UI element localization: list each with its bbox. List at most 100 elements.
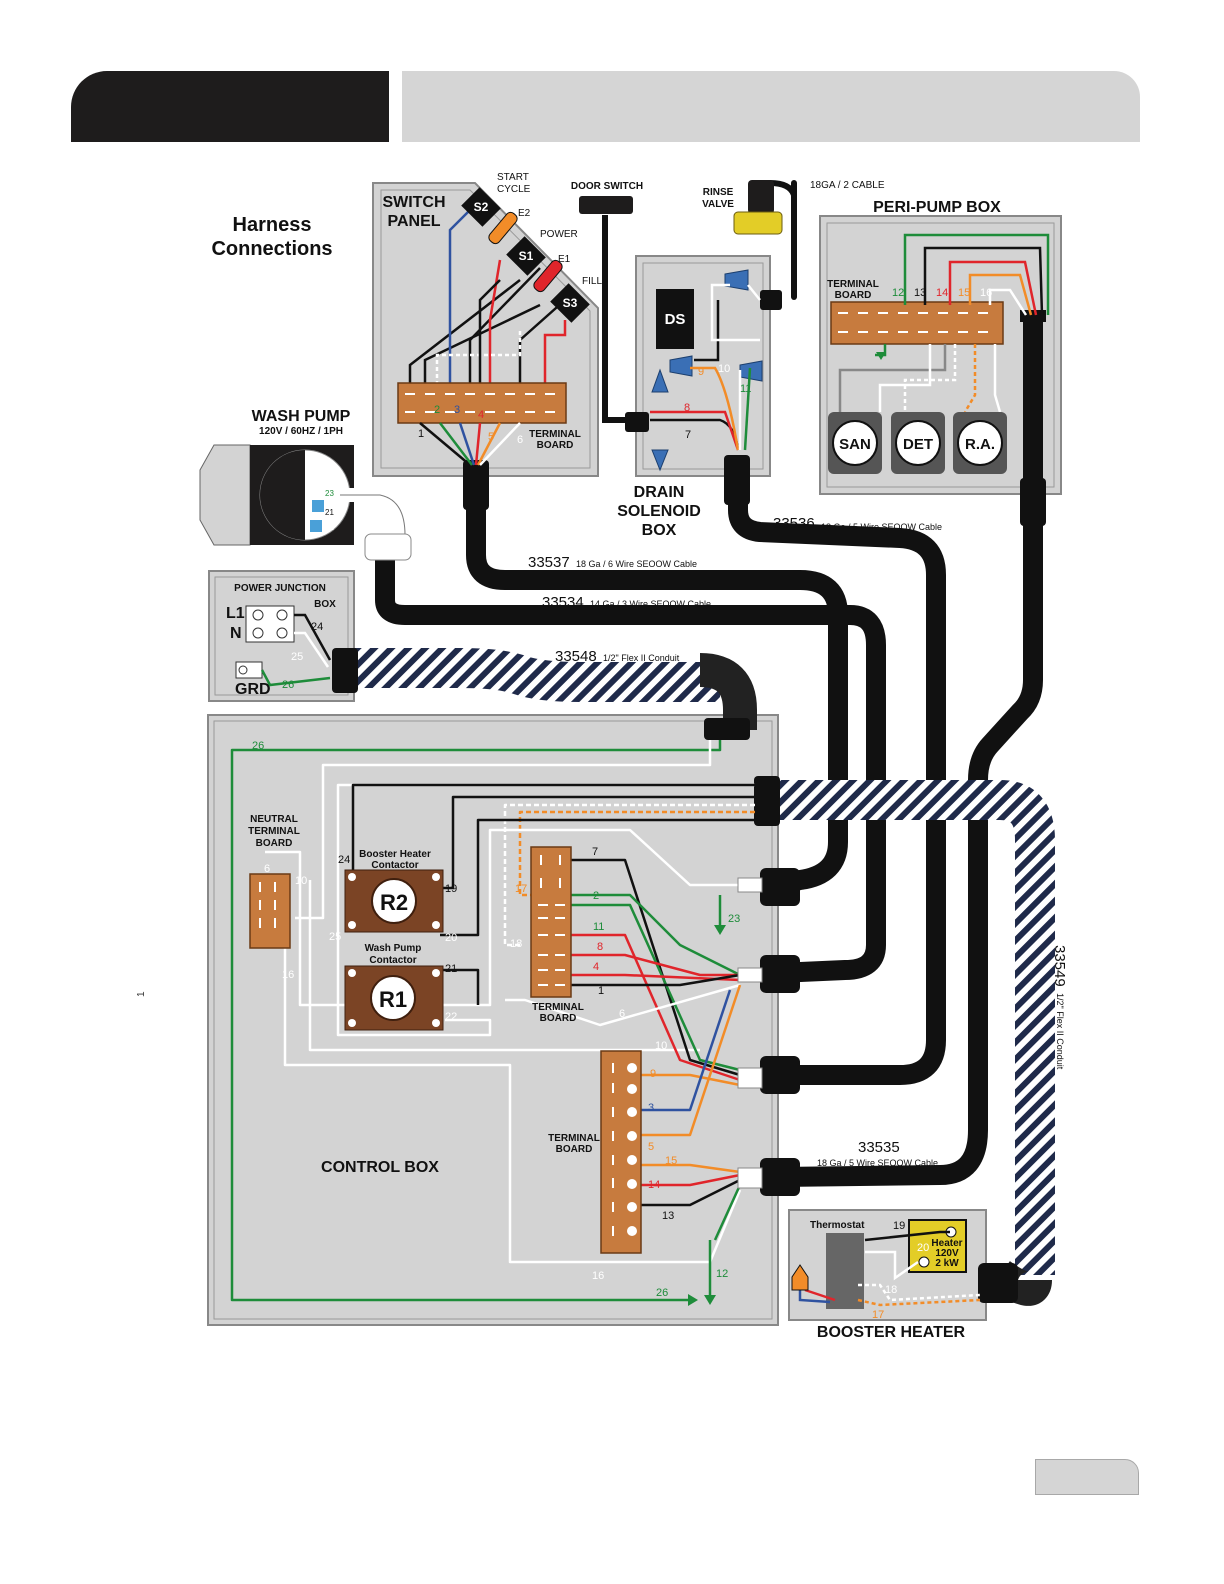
contactor-r1: R1	[344, 965, 444, 1031]
drain-solenoid-label-1: DRAIN	[634, 484, 685, 501]
tb2-label-2: BOARD	[556, 1144, 593, 1155]
l1-label: L1	[226, 605, 245, 622]
wash-pump-motor	[199, 444, 354, 546]
contactor-r2: R2	[344, 869, 444, 933]
svg-text:S1: S1	[519, 249, 534, 263]
wire-num-tb2-3: 3	[648, 1102, 654, 1114]
wire-num-tb1-18: 18	[510, 938, 522, 950]
n-label: N	[230, 625, 242, 642]
wire-num-tb1-7: 7	[592, 846, 598, 858]
rinse-cable-label: 18GA / 2 CABLE	[810, 180, 885, 191]
cable-33536-number: 33536	[773, 515, 815, 532]
pj-label-1: POWER JUNCTION	[234, 583, 326, 594]
indicator-e2	[488, 211, 518, 245]
wire-num-pump-21: 21	[325, 508, 334, 517]
switch-panel-label-1: SWITCH	[382, 194, 445, 211]
heater-label-3: 2 kW	[935, 1258, 959, 1269]
diagram-title-line1: Harness	[233, 214, 312, 236]
ds-solenoid	[656, 289, 694, 349]
wire-num-r2-24: 24	[338, 854, 350, 866]
wire-num-sp-5: 5	[488, 431, 494, 443]
wire-num-tb1-11: 11	[593, 921, 604, 933]
pump-san: SAN	[828, 412, 882, 474]
wire-num-sp-4: 4	[478, 409, 484, 421]
tb1-label-2: BOARD	[540, 1013, 577, 1024]
neutral-board-label-1: NEUTRAL	[250, 814, 298, 825]
booster-contactor-label-2: Contactor	[371, 860, 418, 871]
cable-33534-number: 33534	[542, 594, 584, 611]
wire-num-pj-25: 25	[291, 651, 303, 663]
pump-ra: R.A.	[953, 412, 1007, 474]
conduit-33548	[353, 648, 720, 702]
control-box	[207, 714, 779, 1326]
pj-terminal-l1-n	[245, 605, 295, 643]
cable-33548-desc: 1/2" Flex II Conduit	[603, 653, 680, 663]
start-cycle-label-2: CYCLE	[497, 184, 531, 195]
margin-mark: 1	[136, 991, 147, 997]
thermostat	[826, 1233, 864, 1309]
wire-num-tb1-2: 2	[593, 890, 599, 902]
conduit-33549	[780, 780, 1055, 1275]
wire-num-peri-14: 14	[936, 287, 948, 299]
tb1-label-1: TERMINAL	[532, 1002, 584, 1013]
switch-s2: S2	[461, 187, 501, 227]
drain-solenoid-label-3: BOX	[642, 522, 677, 539]
neutral-terminal-board	[249, 873, 291, 949]
wire-num-sp-2: 2	[434, 404, 440, 416]
pj-terminal-grd	[235, 661, 263, 679]
cable-33549-number: 33549	[1051, 945, 1068, 987]
wire-num-r2-19: 19	[445, 883, 457, 895]
wire-num-ds-9: 9	[698, 366, 704, 378]
wire-num-sp-3: 3	[454, 404, 460, 416]
wash-pump-connector	[364, 533, 412, 561]
wire-num-heater-17: 17	[872, 1309, 884, 1321]
wire-num-sp-1: 1	[418, 428, 424, 440]
wire-num-16: 16	[282, 969, 294, 981]
cable-33535	[768, 310, 1043, 1187]
wire-num-tb1-8: 8	[597, 941, 603, 953]
cable-33549-desc: 1/2" Flex II Conduit	[1055, 993, 1065, 1070]
booster-contactor-label-1: Booster Heater	[359, 849, 431, 860]
booster-heater-label: BOOSTER HEATER	[817, 1324, 966, 1341]
door-switch-label: DOOR SWITCH	[571, 181, 643, 192]
wire-num-26-top: 26	[252, 740, 264, 752]
wire-num-tb2-9: 9	[650, 1068, 656, 1080]
heater-label-2: 120V	[935, 1248, 959, 1259]
wire-num-tb2-13: 13	[662, 1210, 674, 1222]
sp-terminal-board-label-2: BOARD	[537, 440, 574, 451]
wash-pump-rating: 120V / 60HZ / 1PH	[259, 426, 343, 437]
power-label: POWER	[540, 229, 578, 240]
svg-text:R.A.: R.A.	[965, 436, 995, 453]
wire-num-heater-19: 19	[893, 1220, 905, 1232]
switch-panel-label-2: PANEL	[387, 213, 440, 230]
cable-33534-desc: 14 Ga / 3 Wire SEOOW Cable	[590, 599, 711, 609]
wire-num-peri-12: 12	[892, 287, 904, 299]
heater-element	[908, 1219, 967, 1273]
wire-num-ds-10: 10	[718, 363, 730, 375]
wire-num-sp-6: 6	[517, 434, 523, 446]
cable-33535-desc: 18 Ga / 5 Wire SEOOW Cable	[817, 1158, 938, 1168]
switch-s3: S3	[550, 283, 590, 323]
wire-num-peri-16: 16	[980, 287, 992, 299]
wire-num-pj-24: 24	[311, 621, 323, 633]
wire-num-r2-20: 20	[445, 932, 457, 944]
start-cycle-label-1: START	[497, 172, 529, 183]
wire-num-ds-7: 7	[685, 429, 691, 441]
heater-label-1: Heater	[931, 1238, 962, 1249]
wire-num-r1-22: 22	[445, 1011, 457, 1023]
rinse-valve	[733, 180, 783, 235]
grd-label: GRD	[235, 681, 271, 698]
page-number-tab	[1035, 1459, 1139, 1495]
cable-33537	[466, 490, 848, 895]
switch-panel-terminal-board	[397, 382, 567, 424]
cable-33534	[375, 550, 886, 983]
rinse-valve-label-1: RINSE	[703, 187, 734, 198]
header-light-bar	[402, 71, 1140, 142]
thermostat-label: Thermostat	[810, 1220, 865, 1231]
wire-num-r2-25: 25	[329, 931, 341, 943]
wire-num-pump-23: 23	[325, 489, 334, 498]
switch-s1: S1	[506, 236, 546, 276]
indicator-e1	[533, 259, 563, 293]
svg-text:DET: DET	[903, 436, 933, 453]
wire-num-26-bottom: 26	[656, 1287, 668, 1299]
